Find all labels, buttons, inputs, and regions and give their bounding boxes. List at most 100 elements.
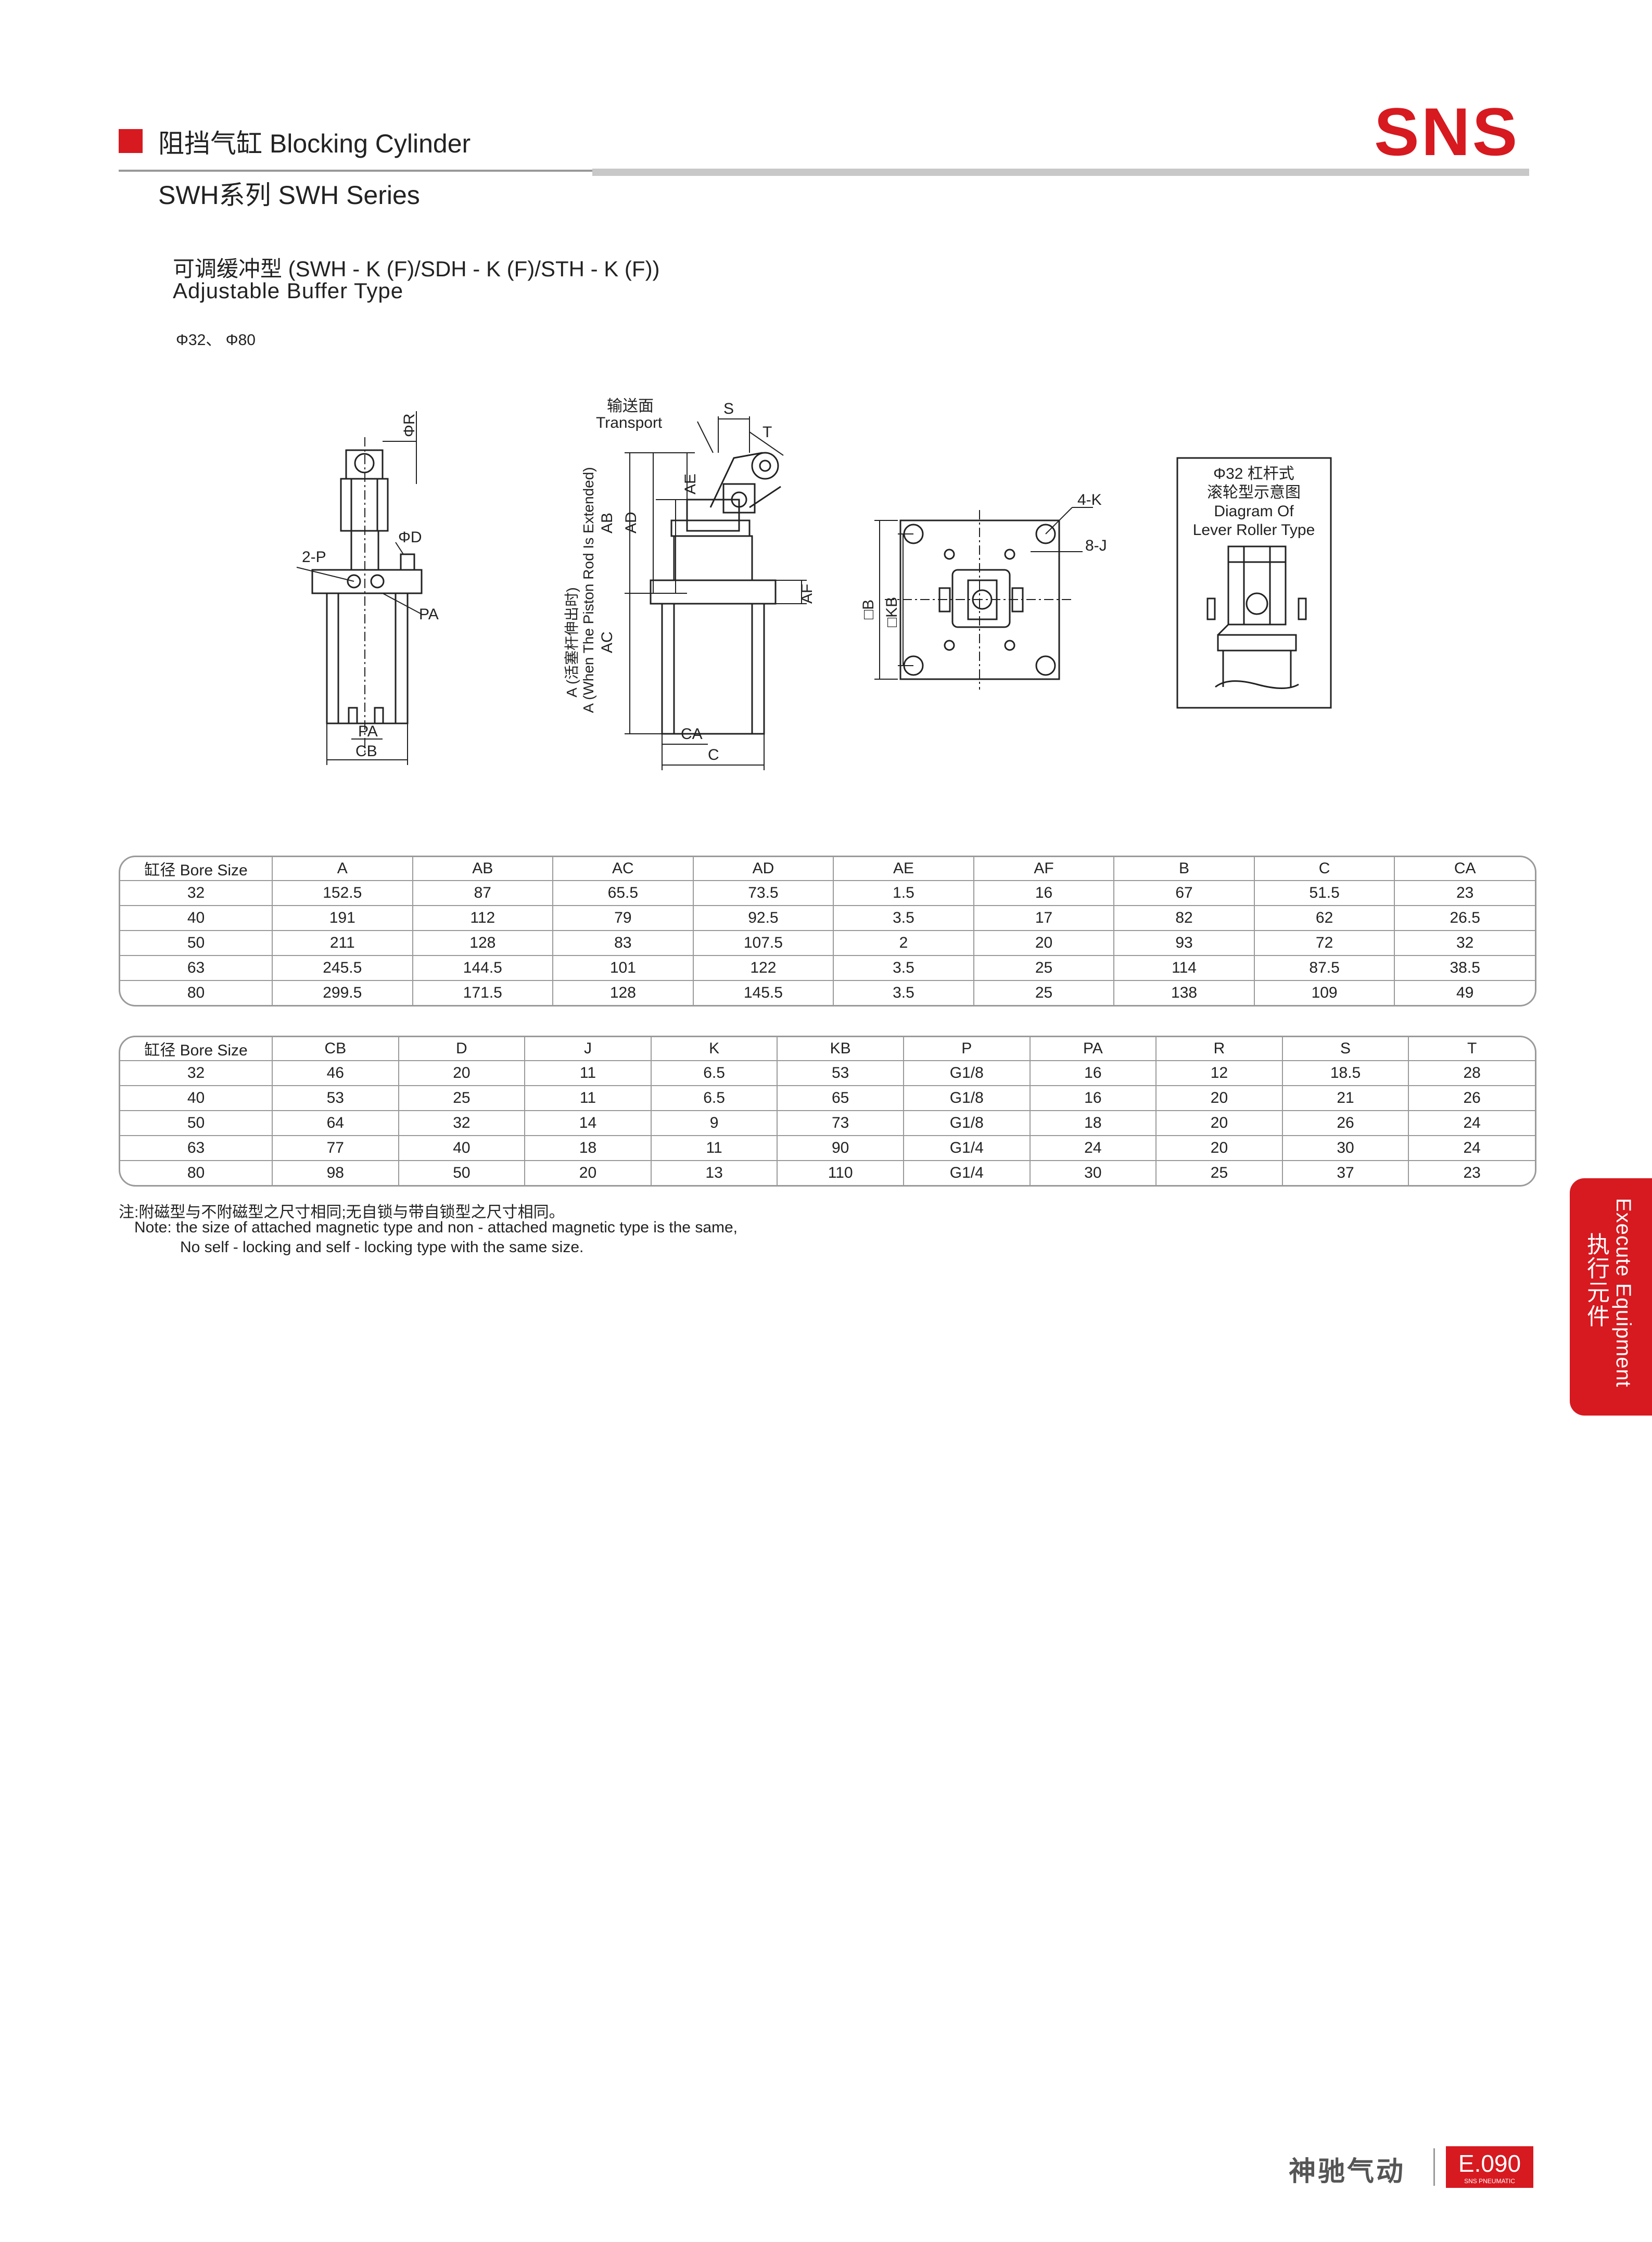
table-cell: 3.5 <box>833 980 974 1005</box>
type-title-en: Adjustable Buffer Type <box>173 278 404 303</box>
table-cell: G1/8 <box>903 1060 1030 1086</box>
table-row: 40 191 112 79 92.5 3.5 17 82 62 26.5 <box>120 905 1535 931</box>
table-cell: 67 <box>1113 880 1254 906</box>
dim-phi-r: ΦR <box>401 413 418 437</box>
table-header-cell: AB <box>412 857 553 881</box>
table-cell: 18 <box>524 1135 651 1161</box>
table-cell: 11 <box>524 1085 651 1111</box>
table-cell: 63 <box>120 955 272 980</box>
table-cell: 1.5 <box>833 880 974 906</box>
side-tab-cn: 执行元件 <box>1583 1232 1609 1328</box>
dim-c: C <box>708 746 719 763</box>
table-cell: 32 <box>1394 930 1535 956</box>
table-cell: 30 <box>1281 1135 1409 1161</box>
table-header-cell: C <box>1253 857 1395 881</box>
footer-small-text: SNS PNEUMATIC <box>1464 2177 1515 2185</box>
top-view-drawing <box>874 507 1093 690</box>
table-row: 40 53 25 11 6.5 65 G1/8 16 20 21 26 <box>120 1085 1535 1111</box>
table-cell: 65 <box>777 1085 904 1111</box>
table-cell: 109 <box>1253 980 1395 1005</box>
dimension-table-1: 缸径 Bore Size A AB AC AD AE AF B C CA 32 … <box>119 856 1536 1007</box>
page-number-badge: E.090 SNS PNEUMATIC <box>1446 2146 1533 2188</box>
table-header-cell: KB <box>777 1037 904 1061</box>
table-cell: 87 <box>412 880 553 906</box>
transport-en: Transport <box>596 414 663 431</box>
table-cell: 46 <box>272 1060 399 1086</box>
table-cell: 49 <box>1394 980 1535 1005</box>
note-en-1: Note: the size of attached magnetic type… <box>134 1219 738 1236</box>
dim-ac: AC <box>599 631 616 653</box>
table-cell: 93 <box>1113 930 1254 956</box>
table-cell: 72 <box>1253 930 1395 956</box>
technical-drawings: ΦR ΦD 2-P PA PA CB <box>296 398 1332 770</box>
table-cell: 28 <box>1408 1060 1535 1086</box>
table-row: 63 245.5 144.5 101 122 3.5 25 114 87.5 3… <box>120 955 1535 980</box>
table-header-cell: AD <box>692 857 834 881</box>
table-cell: 51.5 <box>1253 880 1395 906</box>
table-cell: 3.5 <box>833 955 974 980</box>
table-cell: 23 <box>1394 880 1535 906</box>
page-title: 阻挡气缸 Blocking Cylinder <box>158 129 471 158</box>
table-cell: 16 <box>1029 1085 1157 1111</box>
header-rule <box>119 170 592 172</box>
table-row: 63 77 40 18 11 90 G1/4 24 20 30 24 <box>120 1135 1535 1161</box>
dim-s: S <box>723 400 734 417</box>
header-accent-square <box>119 129 143 153</box>
table-header-cell: B <box>1113 857 1254 881</box>
table-cell: 77 <box>272 1135 399 1161</box>
table-cell: 114 <box>1113 955 1254 980</box>
dim-ae: AE <box>682 474 699 494</box>
dim-4-k: 4-K <box>1077 491 1102 508</box>
table-header-cell: T <box>1408 1037 1535 1061</box>
dim-ad: AD <box>622 512 640 533</box>
table-cell: 98 <box>272 1160 399 1185</box>
table-cell: 24 <box>1408 1110 1535 1136</box>
table-cell: 18.5 <box>1281 1060 1409 1086</box>
table-cell: 92.5 <box>692 905 834 931</box>
table-cell: G1/4 <box>903 1160 1030 1185</box>
table-cell: 20 <box>1155 1110 1282 1136</box>
table-cell: 138 <box>1113 980 1254 1005</box>
transport-cn: 输送面 <box>607 398 654 415</box>
table-cell: 16 <box>1029 1060 1157 1086</box>
dim-af: AF <box>798 584 816 604</box>
type-title-cn: 可调缓冲型 (SWH - K (F)/SDH - K (F)/STH - K (… <box>173 257 660 281</box>
table-header-cell: K <box>650 1037 778 1061</box>
table-header-cell: S <box>1281 1037 1409 1061</box>
table-cell: 25 <box>973 955 1114 980</box>
table-cell: 73.5 <box>692 880 834 906</box>
table-cell: 20 <box>973 930 1114 956</box>
table-cell: 90 <box>777 1135 904 1161</box>
table-row: 50 211 128 83 107.5 2 20 93 72 32 <box>120 930 1535 956</box>
dim-pa-bottom: PA <box>358 723 378 740</box>
table-cell: 171.5 <box>412 980 553 1005</box>
table-cell: 50 <box>398 1160 525 1185</box>
dim-t: T <box>763 424 772 441</box>
dim-cb: CB <box>355 743 377 760</box>
table-cell: 128 <box>552 980 693 1005</box>
dim-8-j: 8-J <box>1085 537 1107 554</box>
table-cell: 62 <box>1253 905 1395 931</box>
dim-a-cn: A (活塞杆伸出时) <box>564 587 580 697</box>
bore-range: Φ32、 Φ80 <box>176 332 256 349</box>
table-row: 50 64 32 14 9 73 G1/8 18 20 26 24 <box>120 1110 1535 1136</box>
side-view-drawing <box>296 411 423 765</box>
dim-phi-d: ΦD <box>398 529 422 546</box>
table-cell: 25 <box>398 1085 525 1111</box>
table-header-cell: P <box>903 1037 1030 1061</box>
table-header-cell: J <box>524 1037 651 1061</box>
table-header-cell: AE <box>833 857 974 881</box>
table-cell: 2 <box>833 930 974 956</box>
table-cell: 11 <box>524 1060 651 1086</box>
table-cell: 25 <box>973 980 1114 1005</box>
header-rule-light <box>592 169 1529 176</box>
table-row: 32 46 20 11 6.5 53 G1/8 16 12 18.5 28 <box>120 1060 1535 1086</box>
dim-square-b: □B <box>860 600 877 619</box>
dim-square-kb: □KB <box>883 597 900 627</box>
dimension-table-2: 缸径 Bore Size CB D J K KB P PA R S T 32 4… <box>119 1036 1536 1187</box>
table-cell: 64 <box>272 1110 399 1136</box>
table-cell: 128 <box>412 930 553 956</box>
table-cell: 21 <box>1281 1085 1409 1111</box>
table-cell: 87.5 <box>1253 955 1395 980</box>
table-cell: 6.5 <box>650 1085 778 1111</box>
